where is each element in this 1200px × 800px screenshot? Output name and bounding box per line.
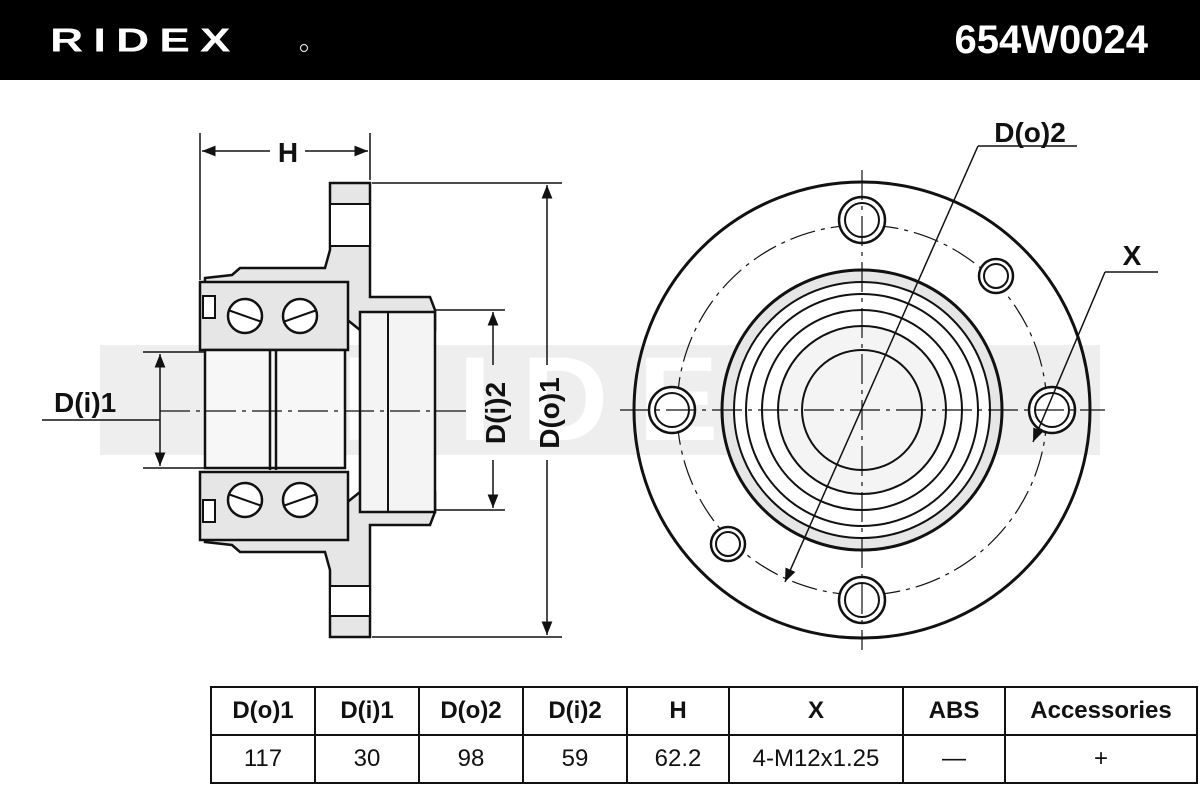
value-do1: 117 (210, 734, 316, 784)
header-di2: D(i)2 (522, 686, 628, 736)
header-accessories: Accessories (1004, 686, 1198, 736)
value-do2: 98 (418, 734, 524, 784)
part-number: 654W0024 (954, 18, 1148, 62)
header-do1: D(o)1 (210, 686, 316, 736)
label-di1: D(i)1 (54, 387, 116, 418)
header-h: H (626, 686, 730, 736)
spec-value-row: 117 30 98 59 62.2 4-M12x1.25 — + (210, 734, 1198, 784)
registered-mark-icon (300, 44, 308, 52)
dimension-do1 (372, 182, 562, 638)
header-do2: D(o)2 (418, 686, 524, 736)
technical-drawing: RIDEX H (42, 117, 1158, 650)
dimension-di2 (435, 309, 505, 511)
value-h: 62.2 (626, 734, 730, 784)
front-centerlines (620, 170, 1105, 650)
header-abs: ABS (902, 686, 1006, 736)
value-x: 4-M12x1.25 (728, 734, 904, 784)
dimension-di1 (42, 351, 205, 469)
spec-table: D(o)1 D(i)1 D(o)2 D(i)2 H X ABS Accessor… (210, 686, 1198, 784)
label-x: X (1123, 240, 1142, 271)
value-di2: 59 (522, 734, 628, 784)
hub-section-view (198, 181, 437, 639)
spec-header-row: D(o)1 D(i)1 D(o)2 D(i)2 H X ABS Accessor… (210, 686, 1198, 736)
brand-logo: RIDEX (50, 21, 241, 59)
dimension-h (199, 133, 371, 280)
header-di1: D(i)1 (314, 686, 420, 736)
label-di2: D(i)2 (480, 382, 511, 444)
header-bar: RIDEX 654W0024 (0, 0, 1200, 80)
value-accessories: + (1004, 734, 1198, 784)
label-do2: D(o)2 (994, 117, 1066, 148)
dimension-x (1032, 271, 1158, 443)
label-do1: D(o)1 (534, 377, 565, 449)
value-abs: — (902, 734, 1006, 784)
header-x: X (728, 686, 904, 736)
dimension-do2 (784, 145, 1077, 583)
label-h: H (278, 137, 298, 168)
value-di1: 30 (314, 734, 420, 784)
small-hole-lower-left (709, 525, 747, 563)
small-hole-upper-right (977, 257, 1015, 295)
